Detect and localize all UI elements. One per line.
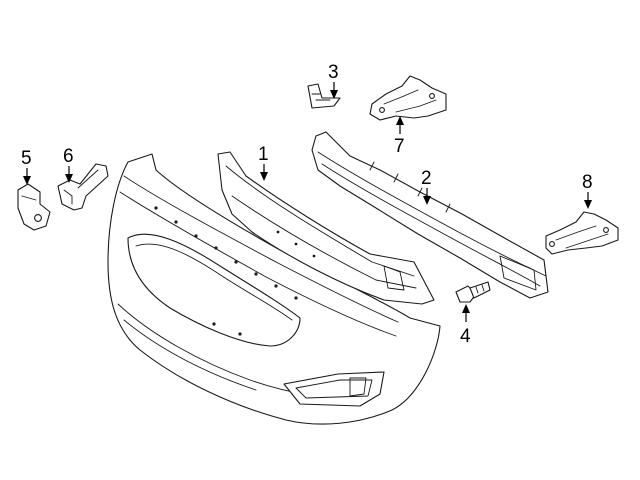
bumper-cover[interactable] [107, 153, 441, 425]
small-bracket[interactable] [307, 83, 341, 109]
upper-mounting-bracket[interactable] [369, 75, 447, 121]
callout-5: 5 [21, 148, 32, 169]
callout-3: 3 [328, 62, 339, 83]
callout-6: 6 [63, 146, 74, 167]
callout-leaders [23, 82, 592, 322]
callout-1: 1 [258, 144, 269, 165]
left-side-bracket[interactable] [17, 183, 51, 231]
callout-8: 8 [582, 172, 593, 193]
callout-2: 2 [421, 168, 432, 189]
callout-4: 4 [460, 326, 471, 347]
bolt[interactable] [455, 281, 491, 303]
side-guide-bracket[interactable] [57, 163, 109, 211]
callout-7: 7 [394, 136, 405, 157]
reinforcement-beam[interactable] [311, 131, 549, 299]
energy-absorber[interactable] [217, 151, 435, 305]
side-mounting-bracket[interactable] [545, 211, 619, 255]
